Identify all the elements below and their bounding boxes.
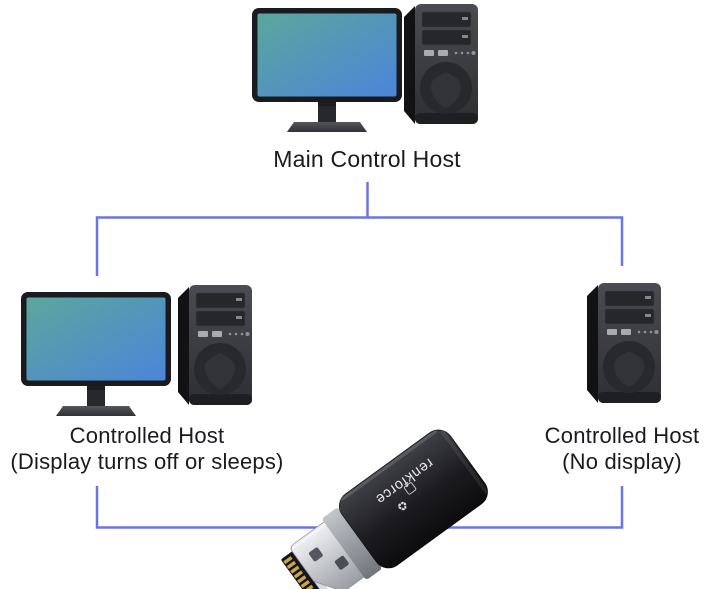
adapter-collar [322, 508, 382, 580]
left-host-label: Controlled Host (Display turns off or sl… [1, 423, 293, 475]
right-host-label-line1: Controlled Host [544, 423, 700, 448]
left-host-label-line1: Controlled Host [69, 423, 225, 448]
left-host-monitor-icon [21, 292, 171, 416]
weee-box-icon [403, 482, 417, 495]
right-host-tower-icon [586, 282, 662, 404]
right-host-label: Controlled Host (No display) [518, 423, 720, 475]
left-host-computer [21, 284, 253, 416]
left-host-tower-icon [177, 284, 253, 406]
right-host-label-line2: (No display) [562, 449, 682, 474]
left-host-label-line2: (Display turns off or sleeps) [10, 449, 284, 474]
main-host-tower-icon [403, 3, 479, 125]
top-bracket-line [95, 216, 624, 276]
dp-plug-shell [289, 520, 367, 589]
right-host-computer [586, 282, 662, 404]
main-host-computer [252, 3, 479, 132]
dp-dummy-adapter: renkforce ♻ [281, 429, 489, 589]
main-host-monitor-icon [252, 8, 402, 132]
main-host-label: Main Control Host [273, 146, 461, 172]
connector-lines [95, 182, 624, 529]
adapter-body [339, 429, 489, 569]
